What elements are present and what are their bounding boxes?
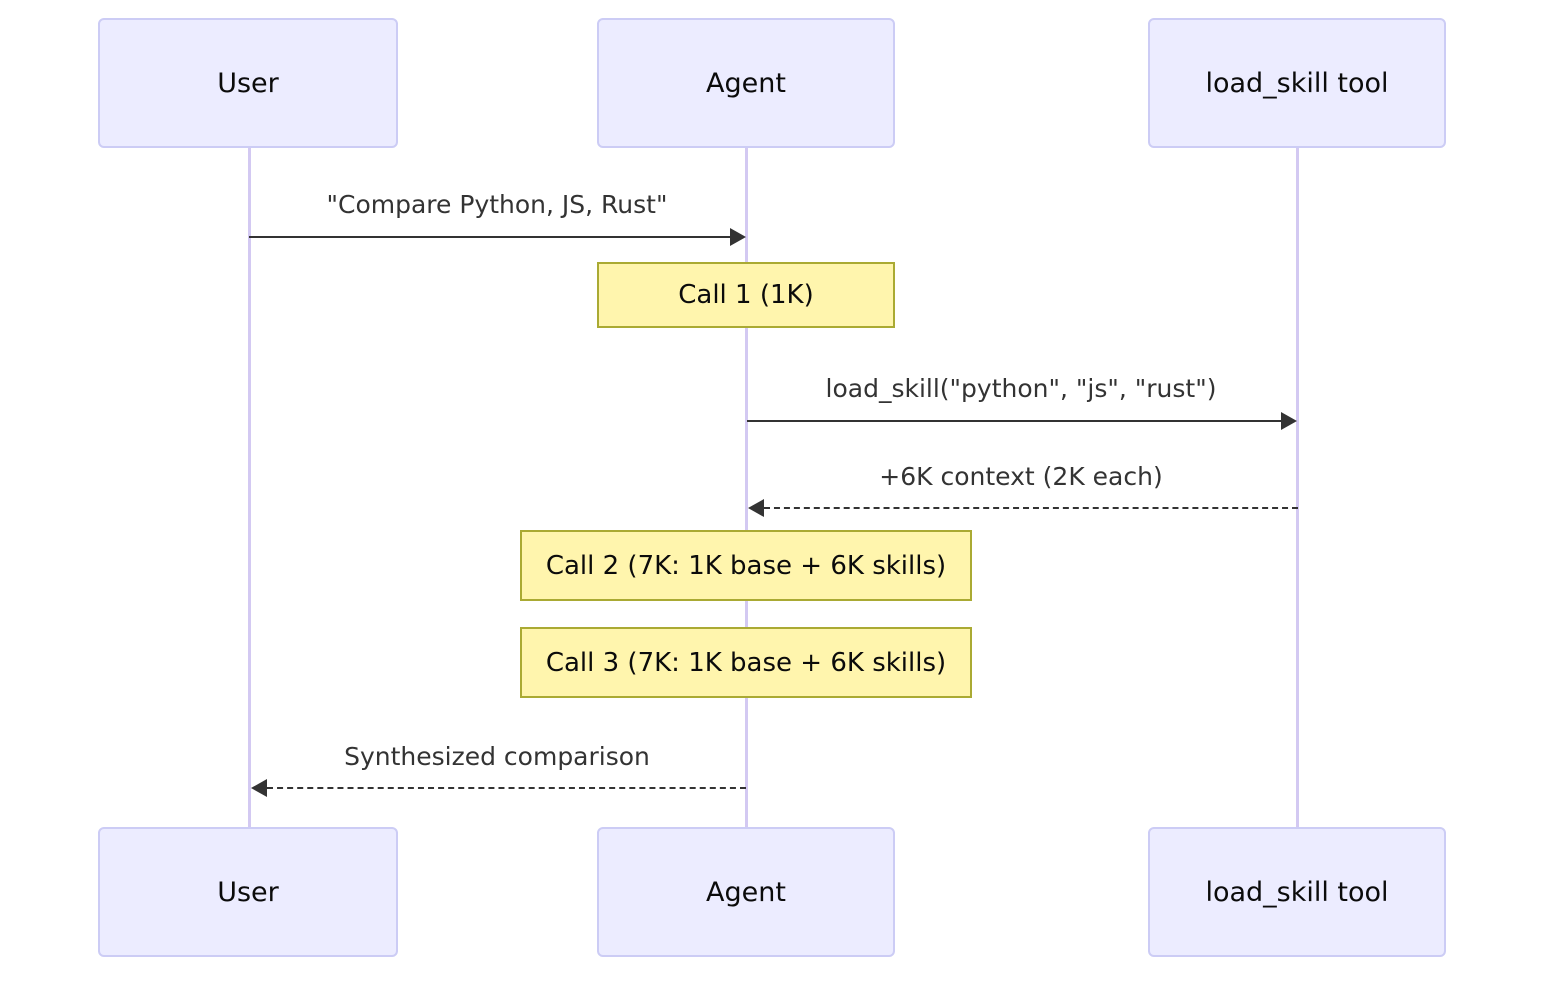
note-label-call-1: Call 1 (1K)	[678, 280, 814, 310]
arrowhead-right-load-skill-call	[1281, 412, 1297, 430]
message-line-synthesized-comparison	[267, 787, 746, 789]
message-line-context-return	[764, 507, 1298, 509]
message-label-load-skill-call: load_skill("python", "js", "rust")	[825, 374, 1217, 403]
note-label-call-2: Call 2 (7K: 1K base + 6K skills)	[545, 550, 947, 581]
arrowhead-right-compare-request	[730, 228, 746, 246]
arrowhead-left-context-return	[748, 499, 764, 517]
message-line-compare-request	[249, 236, 730, 238]
message-label-context-return: +6K context (2K each)	[879, 462, 1163, 491]
note-call-2: Call 2 (7K: 1K base + 6K skills)	[520, 530, 972, 601]
actor-box-user-bottom[interactable]: User	[98, 827, 398, 957]
message-label-synthesized-comparison: Synthesized comparison	[344, 742, 650, 771]
lifeline-user	[248, 148, 251, 827]
arrowhead-left-synthesized-comparison	[251, 779, 267, 797]
note-call-1: Call 1 (1K)	[597, 262, 895, 328]
actor-box-agent-top[interactable]: Agent	[597, 18, 895, 148]
lifeline-agent	[745, 148, 748, 827]
actor-label-user-bottom: User	[217, 876, 279, 908]
actor-box-tool-bottom[interactable]: load_skill tool	[1148, 827, 1446, 957]
actor-label-user-top: User	[217, 67, 279, 99]
lifeline-tool	[1296, 148, 1299, 827]
actor-box-agent-bottom[interactable]: Agent	[597, 827, 895, 957]
actor-label-tool-bottom: load_skill tool	[1205, 876, 1389, 908]
actor-label-tool-top: load_skill tool	[1205, 67, 1389, 99]
message-line-load-skill-call	[747, 420, 1281, 422]
note-call-3: Call 3 (7K: 1K base + 6K skills)	[520, 627, 972, 698]
actor-box-tool-top[interactable]: load_skill tool	[1148, 18, 1446, 148]
actor-label-agent-bottom: Agent	[706, 876, 786, 908]
actor-label-agent-top: Agent	[706, 67, 786, 99]
actor-box-user-top[interactable]: User	[98, 18, 398, 148]
note-label-call-3: Call 3 (7K: 1K base + 6K skills)	[545, 647, 947, 678]
message-label-compare-request: "Compare Python, JS, Rust"	[326, 190, 668, 219]
